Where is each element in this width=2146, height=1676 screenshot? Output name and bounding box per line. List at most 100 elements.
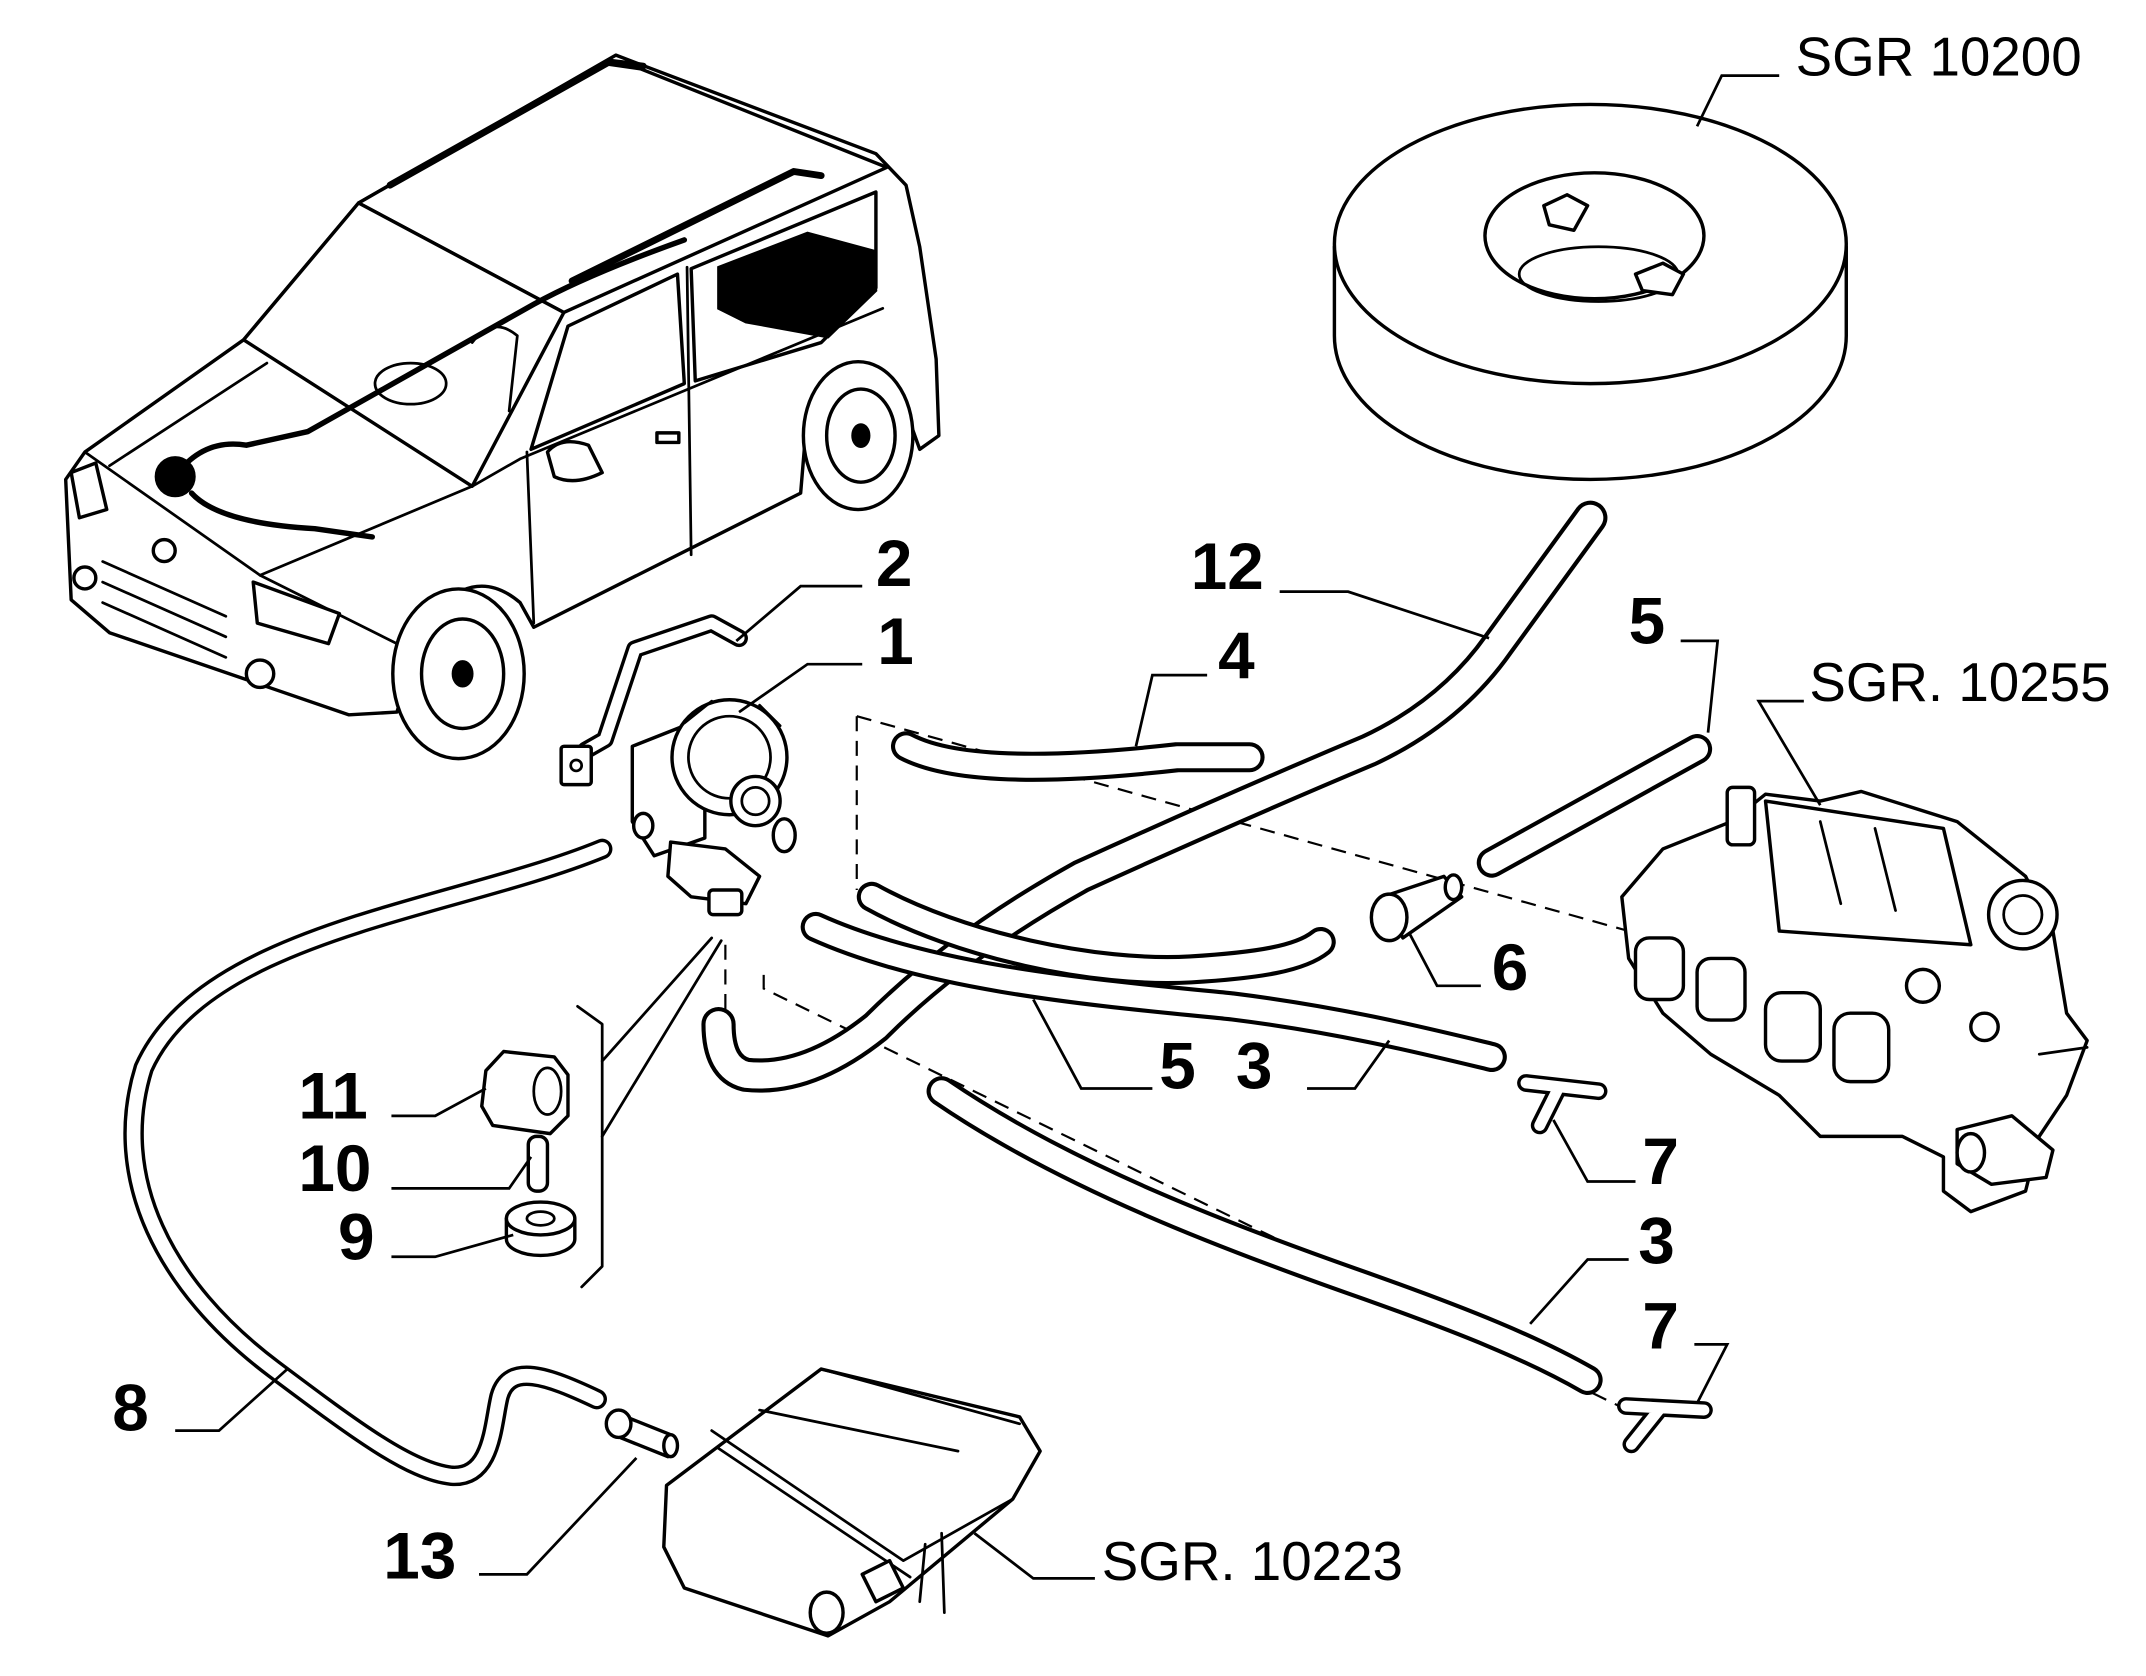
belt-line [470, 306, 885, 488]
leader-10 [391, 1156, 533, 1190]
callout-10: 10 [298, 1132, 371, 1205]
manifold-port-1 [1633, 936, 1686, 1002]
roof-rail-left [386, 58, 647, 189]
front-wheel [391, 587, 526, 761]
hose-5-middle [856, 881, 1336, 986]
leader-7-lower [1694, 1343, 1730, 1404]
intake-manifold [1620, 785, 2089, 1214]
leader-5-middle [1032, 998, 1153, 1090]
manifold-sensor [1725, 785, 1757, 847]
manifold-body [1620, 789, 2089, 1214]
front-hub [451, 660, 474, 688]
t-fitting-lower-fill [1620, 1400, 1710, 1450]
hose-3-lower [926, 1076, 1603, 1396]
callout-5-upper: 5 [1629, 585, 1666, 658]
canister-outlet [808, 1590, 845, 1635]
callout-6: 6 [1492, 931, 1529, 1004]
hose-4-fill [895, 735, 1261, 778]
callout-2: 2 [876, 527, 913, 600]
leader-5-upper [1680, 639, 1720, 733]
callout-3-middle: 3 [1236, 1029, 1273, 1102]
leader-manifold [1756, 699, 1822, 806]
hose-5-upper [1476, 733, 1713, 878]
leader-1 [738, 662, 863, 714]
solenoid-coil-ring [532, 1066, 563, 1116]
manifold-throttle-block [1763, 799, 1973, 947]
leader-7-upper [1552, 1119, 1636, 1183]
connector-part-6 [1369, 873, 1464, 943]
tank-fitting-plate [1633, 261, 1686, 297]
side-mirror [545, 439, 604, 483]
leader-9 [391, 1233, 514, 1259]
canister-seams [710, 1367, 1021, 1579]
manifold-throttle-inner [2002, 894, 2044, 936]
manifold-boss-1 [1904, 967, 1942, 1004]
leader-3-middle [1307, 1039, 1391, 1090]
rear-wheel [801, 360, 915, 512]
hose-12 [701, 500, 1608, 1093]
hose-8-fill [126, 842, 610, 1483]
manifold-details [1818, 820, 2089, 1056]
hose-3-middle-fill [804, 916, 1503, 1068]
leader-4 [1134, 673, 1208, 747]
nut-top [504, 1200, 577, 1237]
front-side-window [529, 272, 687, 452]
ref-label-canister: SGR. 10223 [1102, 1530, 1403, 1592]
leader-11 [391, 1087, 487, 1118]
rear-hub [851, 423, 871, 448]
leader-lines [175, 74, 1822, 1580]
manifold-port-2 [1695, 956, 1747, 1022]
leader-canister [973, 1532, 1095, 1580]
bracket-part-2 [559, 614, 748, 787]
callout-11: 11 [298, 1060, 367, 1133]
leader-6 [1408, 933, 1481, 988]
reducer-side-outlet [771, 817, 797, 854]
leader-12 [1279, 590, 1490, 640]
car-windshield [241, 201, 566, 488]
hose-5-upper-fill [1480, 738, 1709, 874]
canister-clip [860, 1558, 906, 1604]
reducer-fins [682, 699, 782, 728]
connector-end [1369, 892, 1409, 943]
hood-crease [108, 361, 269, 468]
car-illustration [63, 53, 941, 761]
fitting-part-13 [604, 1408, 680, 1459]
fog-lamp-right [244, 658, 276, 690]
leader-13 [479, 1457, 638, 1576]
tank-valve-plate [1542, 193, 1590, 233]
hose-3-middle [800, 911, 1507, 1073]
t-fitting-upper-fill [1520, 1077, 1605, 1131]
headlight-right [251, 580, 342, 646]
callout-13: 13 [383, 1519, 456, 1592]
callout-8: 8 [112, 1372, 149, 1445]
t-fitting-upper [1517, 1074, 1608, 1135]
nut-hole [525, 1210, 556, 1227]
hose-5-middle-fill [860, 885, 1332, 981]
leader-3-lower [1529, 1258, 1629, 1325]
group-bracket-leaders [600, 936, 723, 1138]
reducer-part-1 [630, 698, 797, 917]
hose-routing [188, 490, 376, 540]
callout-4: 4 [1218, 619, 1255, 692]
callout-9: 9 [338, 1201, 375, 1274]
canister-straps [918, 1531, 946, 1615]
bracket-strip-fill [580, 617, 745, 756]
callout-7-lower: 7 [1642, 1289, 1679, 1362]
tank-location-highlight [717, 231, 878, 339]
hose-12-fill [705, 504, 1604, 1089]
bracket-tab [559, 744, 593, 787]
bracket-hole [569, 758, 584, 773]
manifold-fitting-end [1955, 1131, 1987, 1174]
door-line [685, 265, 693, 557]
reducer-front-cap [729, 774, 782, 828]
manifold-port-3 [1763, 990, 1822, 1063]
callout-3-lower: 3 [1638, 1205, 1675, 1278]
leader-2 [735, 584, 863, 642]
fitting-tip [662, 1433, 680, 1459]
ref-label-tank: SGR 10200 [1796, 26, 2082, 88]
door-handle [655, 431, 681, 445]
canister [662, 1367, 1042, 1638]
lpg-tank [1332, 102, 1848, 482]
callout-1: 1 [877, 605, 914, 678]
nut-part-9 [504, 1200, 577, 1258]
